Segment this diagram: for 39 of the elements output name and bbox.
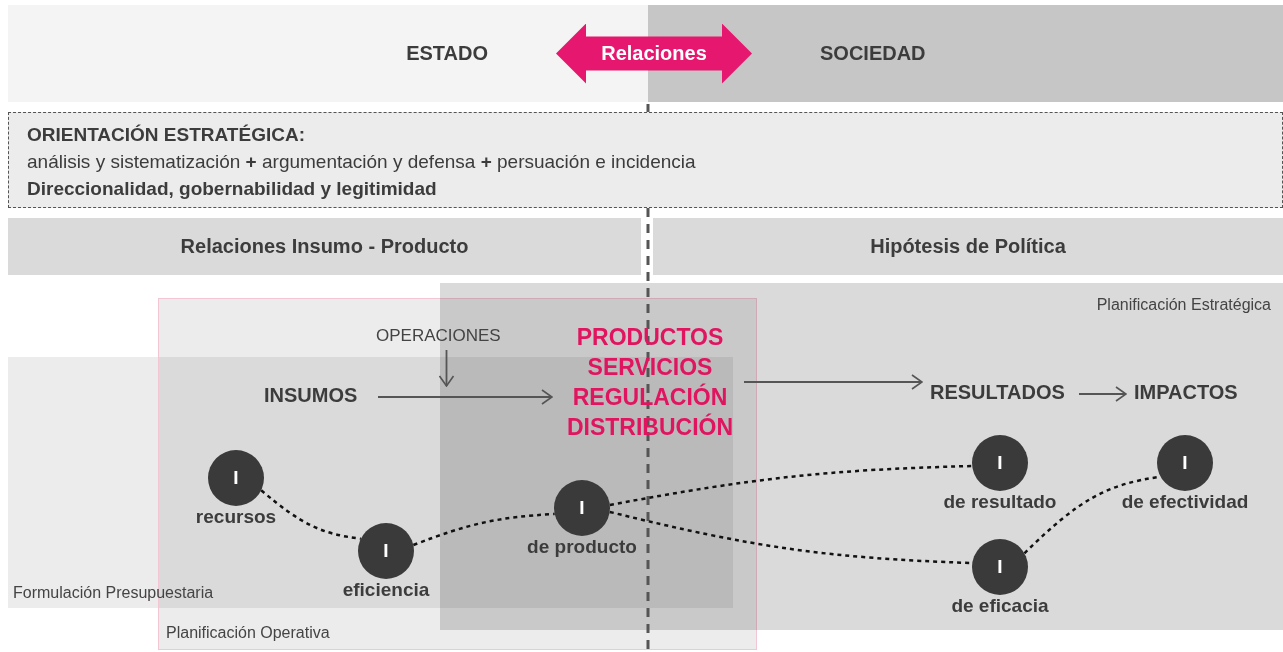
arrow [438, 349, 455, 387]
region-label: Planificación Operativa [166, 624, 330, 642]
header-band [653, 218, 1283, 275]
panel-text: análisis y sistematización + argumentación y defensa + persuación e incidencia [27, 150, 696, 174]
band-title: ESTADO [406, 42, 488, 65]
band-title: SOCIEDAD [820, 42, 926, 65]
strategy-panel [8, 112, 1283, 208]
indicator-label: de producto [527, 536, 637, 558]
header-band [8, 218, 641, 275]
region-label: Planificación Estratégica [1096, 296, 1271, 314]
band-title: Hipótesis de Política [870, 235, 1066, 258]
indicator-label: eficiencia [342, 579, 430, 601]
dotted-connector [609, 464, 973, 507]
indicator-circle: I [554, 480, 610, 536]
dotted-connector [260, 489, 361, 540]
arrow [743, 374, 923, 390]
indicator-circle: I [358, 523, 414, 579]
indicator-label: de eficacia [951, 595, 1049, 617]
indicator-circle: I [972, 539, 1028, 595]
indicator-label: recursos [195, 506, 277, 528]
panel-subheading: Direccionalidad, gobernabilidad y legitimidad [27, 177, 437, 201]
indicator-circle: I [1157, 435, 1213, 491]
region-label: Formulación Presupuestaria [13, 584, 214, 602]
annotation-text: OPERACIONES [376, 326, 511, 350]
output-list: PRODUCTOS SERVICIOS REGULACIÓN DISTRIBUCIÓN [560, 322, 740, 442]
indicator-label: de efectividad [1121, 491, 1249, 513]
arrow [556, 23, 752, 84]
stage-label: IMPACTOS [1134, 381, 1249, 407]
dotted-connector [412, 512, 555, 547]
panel-heading: ORIENTACIÓN ESTRATÉGICA: [27, 123, 305, 147]
indicator-circle: I [972, 435, 1028, 491]
stage-label: INSUMOS [264, 384, 374, 410]
edge-label: Relaciones [601, 42, 707, 65]
arrow [1078, 386, 1127, 402]
indicator-circle: I [208, 450, 264, 506]
indicator-label: de resultado [943, 491, 1057, 513]
stage-label: RESULTADOS [930, 381, 1075, 407]
arrow [377, 389, 553, 405]
band-title: Relaciones Insumo - Producto [180, 235, 469, 258]
